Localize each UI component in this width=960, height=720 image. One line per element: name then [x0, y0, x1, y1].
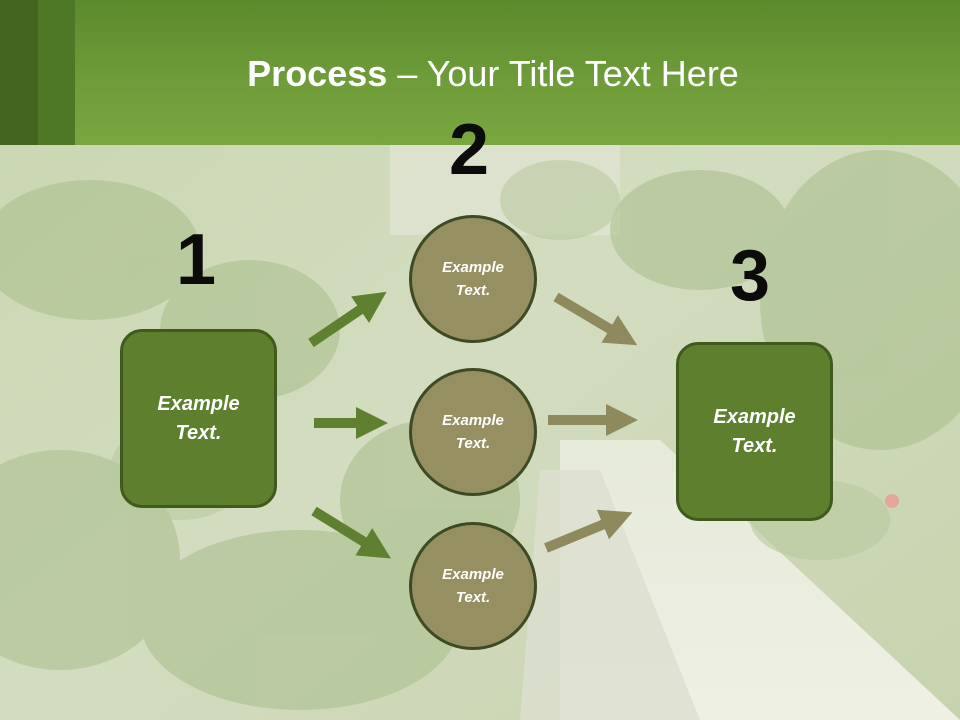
- circle-middle-line1: Example: [442, 412, 504, 429]
- arrow-to-top-circle: [308, 291, 387, 348]
- start-box-line1: Example: [157, 392, 240, 415]
- title-rest: – Your Title Text Here: [387, 53, 739, 94]
- step-number-3: 3: [730, 236, 771, 316]
- circle-top-line1: Example: [442, 259, 504, 276]
- arrow-from-top-circle: [553, 292, 638, 346]
- title-bar-accent: [38, 0, 75, 145]
- result-box-line2: Text.: [731, 434, 778, 457]
- arrow-from-bottom-circle: [544, 509, 633, 553]
- circle-top-line2: Text.: [455, 282, 491, 299]
- title-bar-accent-dark: [0, 0, 38, 145]
- title-bold: Process: [247, 53, 388, 94]
- circle-bottom-line1: Example: [442, 566, 504, 583]
- start-box-line2: Text.: [175, 421, 222, 444]
- slide-title: Process – Your Title Text Here: [0, 52, 960, 96]
- step-number-1: 1: [176, 220, 217, 300]
- circle-bottom-line2: Text.: [455, 589, 491, 606]
- title-bar: Process – Your Title Text Here: [0, 0, 960, 145]
- result-box-line1: Example: [713, 405, 796, 428]
- step-number-2: 2: [449, 110, 490, 190]
- circle-middle-line2: Text.: [455, 435, 491, 452]
- arrow-to-bottom-circle: [311, 506, 392, 559]
